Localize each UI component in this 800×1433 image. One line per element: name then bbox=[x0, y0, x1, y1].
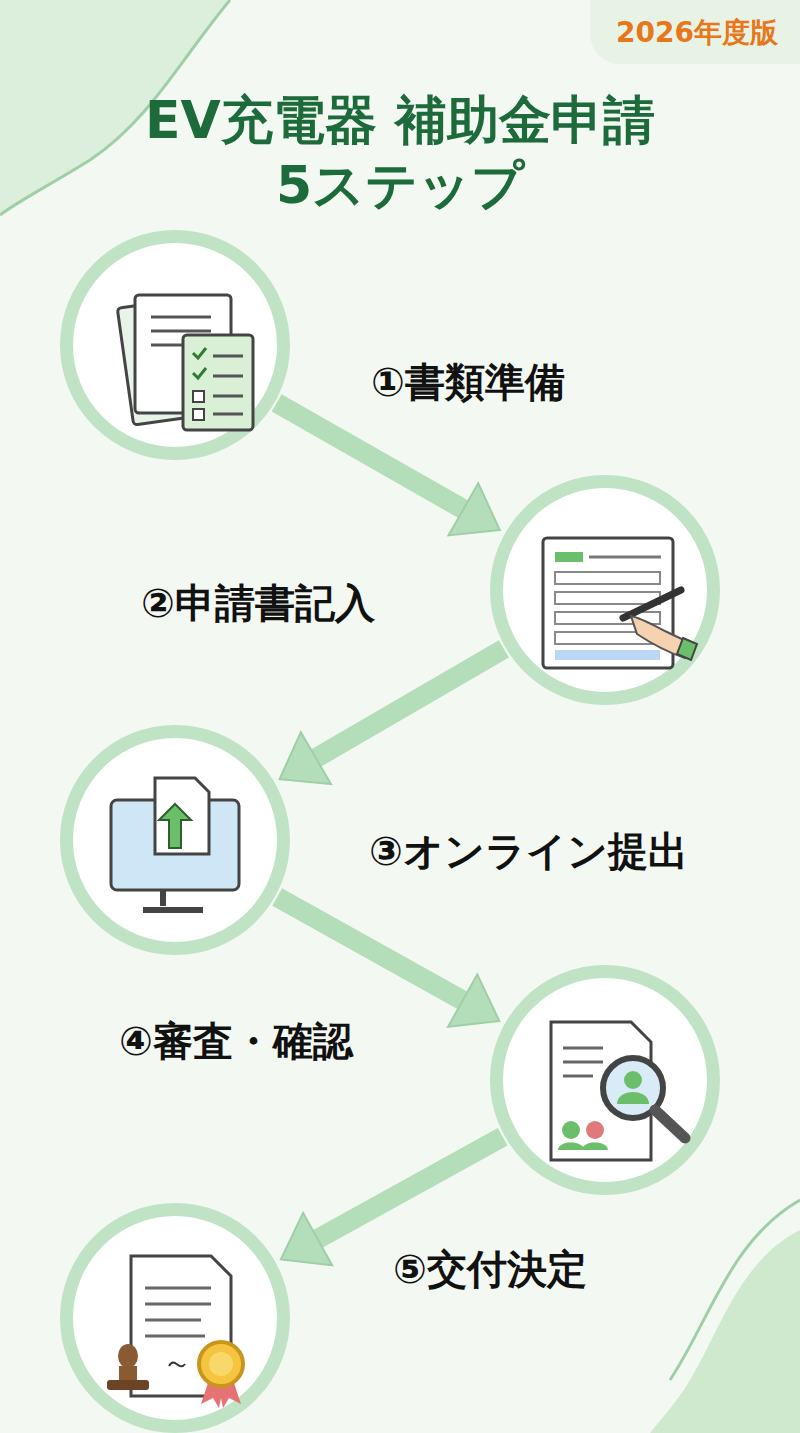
arrow-shaft bbox=[318, 1137, 503, 1239]
step-icon bbox=[73, 243, 277, 447]
flow-arrow bbox=[277, 403, 500, 535]
step-icon bbox=[73, 738, 277, 942]
corner-blob bbox=[650, 1230, 800, 1433]
step-circle: ④審査・確認 bbox=[490, 965, 720, 1195]
arrow-shaft bbox=[316, 649, 504, 758]
arrow-head bbox=[280, 732, 331, 784]
step-circle: ⑤交付決定 bbox=[60, 1203, 290, 1433]
step-icon bbox=[73, 1216, 277, 1420]
step-circle: ②申請書記入 bbox=[490, 475, 720, 705]
step-label: ②申請書記入 bbox=[141, 576, 375, 631]
arrow-head bbox=[448, 974, 499, 1026]
edition-badge: 2026年度版 bbox=[590, 0, 800, 64]
arrow-head bbox=[449, 483, 500, 535]
step-label: ⑤交付決定 bbox=[393, 1242, 587, 1297]
step-icon bbox=[503, 978, 707, 1182]
corner-wave bbox=[670, 1200, 800, 1380]
arrow-head bbox=[281, 1213, 332, 1265]
step-circle: ③オンライン提出 bbox=[60, 725, 290, 955]
diagram-title: EV充電器 補助金申請 5ステップ bbox=[120, 88, 680, 218]
arrow-shaft bbox=[277, 403, 464, 509]
arrow-shaft bbox=[277, 897, 463, 1001]
step-label: ③オンライン提出 bbox=[369, 824, 688, 879]
step-icon bbox=[503, 488, 707, 692]
step-circle: ①書類準備 bbox=[60, 230, 290, 460]
step-label: ①書類準備 bbox=[371, 355, 565, 410]
step-label: ④審査・確認 bbox=[119, 1014, 353, 1069]
flow-arrow bbox=[280, 649, 504, 784]
flow-arrow bbox=[277, 897, 499, 1027]
